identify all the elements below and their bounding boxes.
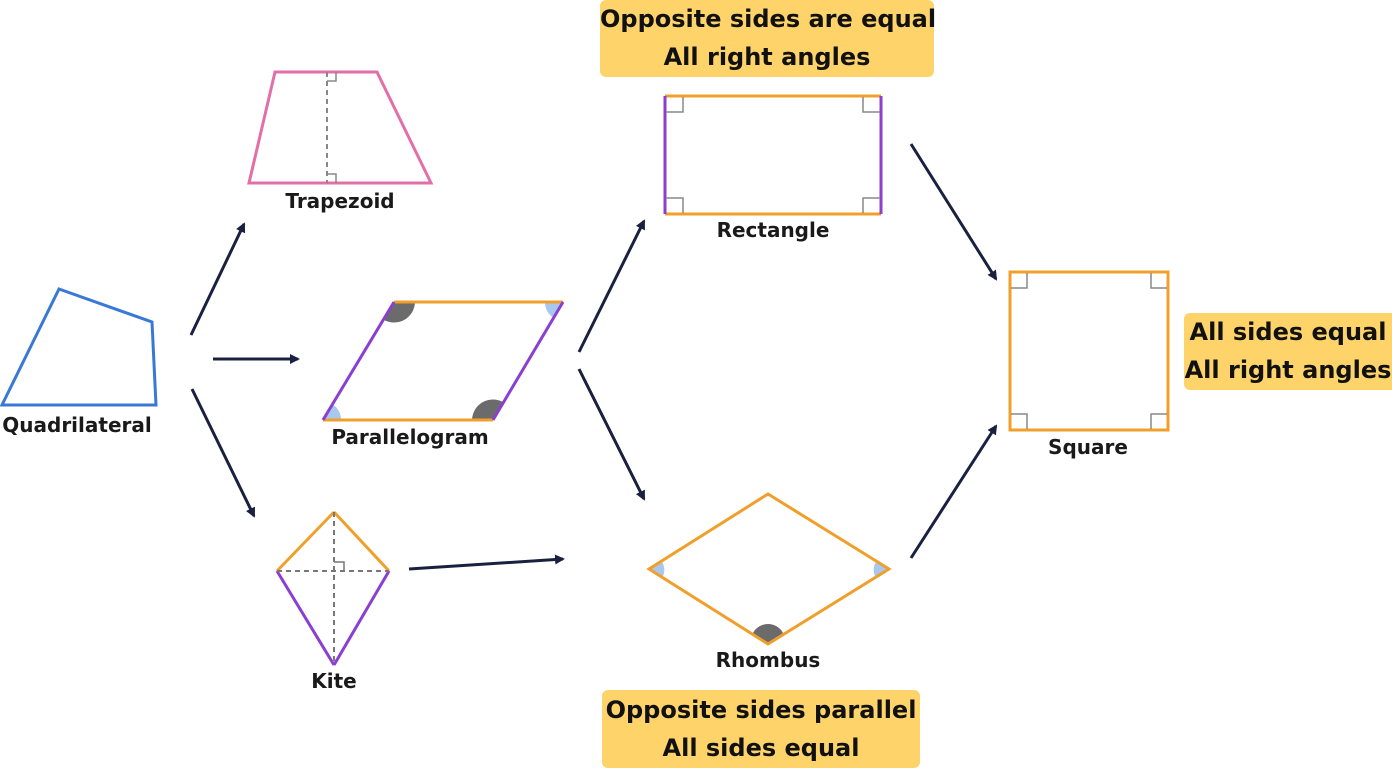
rectangle-property-1: Opposite sides are equal	[600, 5, 937, 33]
rhombus-property-1: Opposite sides parallel	[605, 696, 917, 724]
quadrilateral-label: Quadrilateral	[2, 413, 151, 437]
square-right-angle-tr	[1150, 273, 1167, 289]
quadrilateral-shape	[0, 287, 158, 407]
rectangle-right-angle-br	[862, 197, 880, 213]
rhombus-shape	[646, 492, 892, 646]
parallelogram-shape	[321, 300, 565, 422]
arrow-parallelogram-to-rhombus	[577, 368, 646, 501]
trapezoid-label: Trapezoid	[285, 189, 394, 213]
rectangle-right-angle-bl	[666, 197, 684, 213]
square-property-1: All sides equal	[1189, 318, 1387, 346]
rectangle-shape	[663, 94, 883, 216]
arrow-kite-to-rhombus	[408, 554, 565, 571]
arrow-rhombus-to-square	[909, 424, 998, 559]
rhombus-angle-bottom	[753, 624, 783, 644]
rhombus-property-2: All sides equal	[662, 734, 860, 762]
rhombus-angle-left	[649, 562, 665, 578]
rhombus-angle-right	[873, 562, 889, 578]
rectangle-right-angle-tl	[666, 97, 684, 113]
square-right-angle-br	[1150, 413, 1167, 429]
kite-label: Kite	[311, 669, 356, 693]
parallelogram-angle-bottom-left	[323, 404, 342, 420]
square-property-2: All right angles	[1184, 356, 1392, 384]
arrow-quadrilateral-to-kite	[190, 388, 256, 518]
rectangle-right-angle-tr	[862, 97, 880, 113]
square-properties-note: All sides equal All right angles	[1184, 313, 1392, 390]
arrow-parallelogram-to-rectangle	[577, 219, 646, 353]
square-right-angle-tl	[1011, 273, 1028, 289]
trapezoid-shape	[247, 70, 434, 185]
arrow-quadrilateral-to-trapezoid	[189, 222, 246, 336]
parallelogram-label: Parallelogram	[331, 425, 488, 449]
arrows	[189, 143, 998, 571]
square-label: Square	[1048, 435, 1128, 459]
trapezoid-right-angle-bottom	[327, 173, 337, 183]
rectangle-property-2: All right angles	[663, 43, 871, 71]
square-shape	[1008, 270, 1170, 432]
rectangle-label: Rectangle	[717, 218, 830, 242]
arrow-rectangle-to-square	[909, 143, 998, 281]
kite-shape	[275, 510, 391, 666]
trapezoid-right-angle-top	[327, 72, 337, 82]
rhombus-properties-note: Opposite sides parallel All sides equal	[602, 690, 920, 768]
square-right-angle-bl	[1011, 413, 1028, 429]
parallelogram-angle-top-right	[544, 302, 563, 318]
rectangle-properties-note: Opposite sides are equal All right angle…	[600, 0, 937, 77]
kite-right-angle	[334, 561, 345, 571]
rhombus-label: Rhombus	[716, 648, 821, 672]
